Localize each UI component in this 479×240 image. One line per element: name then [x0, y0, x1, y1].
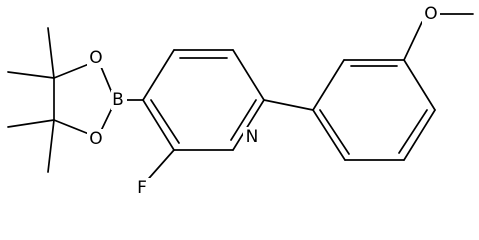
atom-labels: O N F B O O	[87, 4, 440, 198]
bond-benzene-6	[403, 59, 436, 111]
atom-bg-o-ring-bottom	[87, 129, 105, 149]
bond-benzene-2	[312, 59, 345, 111]
bond-benzene-5-inner	[398, 109, 428, 154]
bond-methyl-3	[7, 119, 55, 128]
atom-o-methoxy: O	[424, 4, 437, 24]
bond-o-c-top	[53, 63, 90, 79]
bond-methyl-1	[47, 27, 55, 79]
atom-o-ring-bottom: O	[89, 129, 102, 149]
bond-pyridine-6	[232, 99, 265, 151]
atom-bg-o-methoxy	[422, 5, 440, 25]
atom-n-pyridine: N	[246, 127, 259, 147]
bond-pyridine-4-inner	[150, 99, 180, 144]
bond-o-c-bottom	[53, 119, 90, 135]
bond-methyl-4	[47, 119, 55, 173]
bond-benzene-5	[403, 109, 436, 161]
bond-benzene-3	[312, 109, 346, 161]
bond-biaryl	[263, 99, 314, 111]
atom-bg-n	[243, 127, 261, 147]
bond-o-aryl	[403, 21, 423, 61]
atom-bg-o-ring-top	[87, 48, 105, 68]
bond-benzene-3-inner	[319, 109, 350, 155]
atom-b: B	[112, 90, 124, 110]
bond-pyridine-6-inner	[230, 99, 257, 141]
bond-pyridine-3	[142, 49, 175, 101]
atom-bg-f	[133, 178, 151, 198]
bond-methyl-2	[7, 71, 55, 79]
bond-pyridine-1	[232, 49, 265, 101]
bonds	[7, 13, 474, 186]
bond-pyridine-4	[142, 99, 175, 151]
atom-bg-b	[111, 90, 127, 110]
atom-o-ring-top: O	[89, 48, 102, 68]
atom-f: F	[137, 178, 147, 198]
chemical-structure-diagram: O N F B O O	[7, 4, 474, 198]
